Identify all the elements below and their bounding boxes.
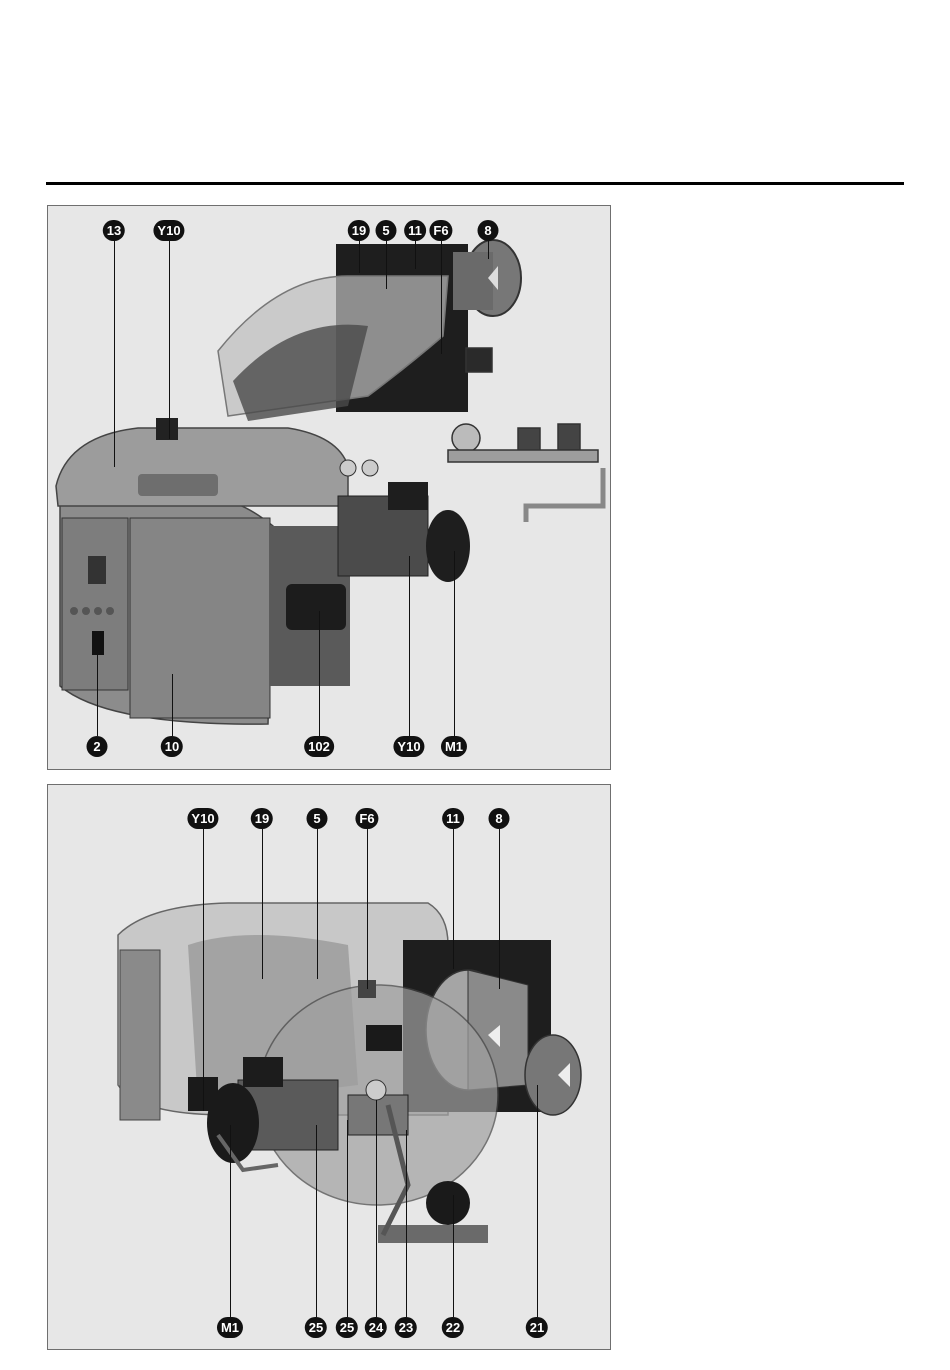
leader-10: [172, 674, 173, 736]
leader-m1: [230, 1125, 231, 1317]
callout-11: 11: [404, 220, 426, 241]
leader-8: [499, 829, 500, 989]
burner-side-illustration: [48, 785, 610, 1349]
leader-f6: [367, 829, 368, 989]
leader-25-a: [316, 1125, 317, 1317]
burner-front-illustration: [48, 206, 610, 770]
callout-f6: F6: [429, 220, 452, 241]
leader-y10-bottom: [409, 556, 410, 736]
callout-y10: Y10: [187, 808, 218, 829]
callout-y10: Y10: [153, 220, 184, 241]
leader-19: [262, 829, 263, 979]
burner-figure-front: 13 Y10 19 5 11 F6 8 2 10 102 Y10 M1: [47, 205, 611, 770]
leader-23: [406, 1130, 407, 1317]
callout-2: 2: [87, 736, 108, 757]
leader-m1: [454, 551, 455, 736]
callout-5: 5: [307, 808, 328, 829]
callout-11: 11: [442, 808, 464, 829]
callout-5: 5: [376, 220, 397, 241]
callout-102: 102: [304, 736, 334, 757]
leader-5: [386, 239, 387, 289]
callout-m1: M1: [217, 1317, 243, 1338]
callout-y10-lower: Y10: [393, 736, 424, 757]
callout-f6: F6: [355, 808, 378, 829]
leader-25-b: [347, 1120, 348, 1317]
callout-8: 8: [489, 808, 510, 829]
leader-5: [317, 829, 318, 979]
callout-8: 8: [478, 220, 499, 241]
leader-102: [319, 611, 320, 736]
leader-24: [376, 1100, 377, 1317]
leader-y10-top: [169, 239, 170, 439]
leader-19: [359, 239, 360, 273]
leader-f6: [441, 239, 442, 354]
leader-11: [415, 239, 416, 269]
header-rule: [46, 182, 904, 185]
leader-y10: [203, 829, 204, 1111]
leader-22: [453, 1195, 454, 1317]
callout-m1: M1: [441, 736, 467, 757]
leader-2: [97, 636, 98, 736]
leader-8: [488, 239, 489, 259]
leader-11: [453, 829, 454, 969]
burner-figure-side: Y10 19 5 F6 11 8 M1 25 25 24 23 22 21: [47, 784, 611, 1350]
leader-21: [537, 1085, 538, 1317]
leader-13: [114, 239, 115, 467]
